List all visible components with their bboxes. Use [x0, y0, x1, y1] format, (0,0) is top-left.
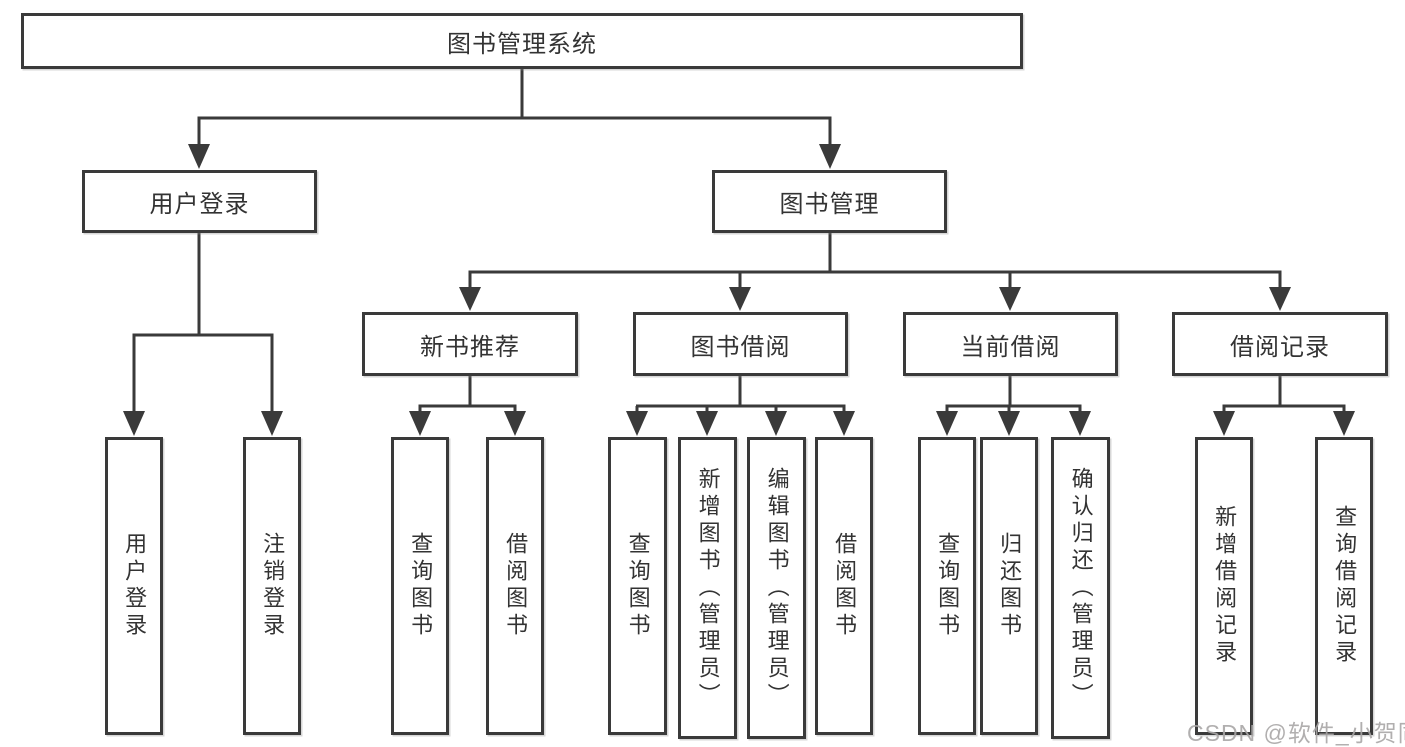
connector-root-to-level2	[188, 67, 841, 169]
node-book-borrow-label: 图书借阅	[690, 333, 791, 361]
leaf-logout-label: 注销登录	[260, 532, 286, 640]
arrowhead-icon	[696, 411, 718, 436]
connector-borrow-records-to-leaves	[1213, 374, 1355, 436]
leaf-borrow-books-1: 借阅图书	[486, 437, 544, 735]
arrowhead-icon	[998, 411, 1020, 436]
leaf-add-books-admin: 新增图书（管理员）	[678, 437, 737, 739]
arrowhead-icon	[409, 411, 431, 436]
arrowhead-icon	[1069, 411, 1091, 436]
leaf-query-books-2: 查询图书	[608, 437, 667, 735]
arrowhead-icon	[765, 411, 787, 436]
leaf-query-books-3-label: 查询图书	[935, 532, 961, 640]
arrowhead-icon	[261, 411, 283, 436]
node-user-login-label: 用户登录	[149, 191, 250, 218]
node-new-book-recommend-label: 新书推荐	[420, 333, 520, 361]
arrowhead-icon	[936, 411, 958, 436]
leaf-edit-books-admin-label: 编辑图书（管理员）	[764, 466, 790, 710]
leaf-confirm-return-admin: 确认归还（管理员）	[1051, 437, 1110, 739]
leaf-logout: 注销登录	[243, 437, 301, 735]
arrowhead-icon	[123, 411, 145, 436]
leaf-return-books: 归还图书	[980, 437, 1038, 735]
leaf-query-borrow-record: 查询借阅记录	[1315, 437, 1373, 735]
connector-current-borrow-to-leaves	[936, 374, 1091, 436]
leaf-query-books-2-label: 查询图书	[625, 532, 651, 640]
arrowhead-icon	[729, 287, 751, 311]
connector-book-borrow-to-leaves	[626, 374, 855, 436]
arrowhead-icon	[459, 287, 481, 311]
leaf-edit-books-admin: 编辑图书（管理员）	[747, 437, 806, 739]
node-book-borrow: 图书借阅	[633, 312, 848, 376]
arrowhead-icon	[1333, 411, 1355, 436]
leaf-confirm-return-admin-label: 确认归还（管理员）	[1068, 466, 1094, 710]
leaf-user-login-label: 用户登录	[122, 532, 148, 640]
leaf-borrow-books-2: 借阅图书	[815, 437, 873, 735]
arrowhead-icon	[188, 144, 210, 169]
node-root-label: 图书管理系统	[447, 30, 597, 58]
node-borrow-records-label: 借阅记录	[1230, 333, 1330, 361]
node-borrow-records: 借阅记录	[1172, 312, 1388, 376]
csdn-watermark: CSDN @软件_小贺同学	[1187, 720, 1405, 746]
node-current-borrow: 当前借阅	[903, 312, 1118, 376]
leaf-query-borrow-record-label: 查询借阅记录	[1332, 505, 1358, 667]
node-book-management: 图书管理	[712, 170, 947, 233]
arrowhead-icon	[1269, 287, 1291, 311]
node-user-login: 用户登录	[82, 170, 317, 233]
node-book-management-label: 图书管理	[779, 191, 880, 218]
arrowhead-icon	[999, 287, 1021, 311]
node-root: 图书管理系统	[21, 13, 1023, 69]
leaf-borrow-books-2-label: 借阅图书	[832, 532, 858, 640]
connector-book-mgmt-to-level3	[459, 231, 1291, 311]
node-current-borrow-label: 当前借阅	[960, 333, 1061, 361]
leaf-query-books-1-label: 查询图书	[408, 532, 434, 640]
arrowhead-icon	[1213, 411, 1235, 436]
connector-user-login-to-leaves	[123, 231, 283, 436]
leaf-query-books-1: 查询图书	[391, 437, 449, 735]
arrowhead-icon	[833, 411, 855, 436]
leaf-add-borrow-record: 新增借阅记录	[1195, 437, 1253, 735]
leaf-borrow-books-1-label: 借阅图书	[503, 532, 529, 640]
connector-new-books-to-leaves	[409, 374, 526, 436]
arrowhead-icon	[626, 411, 648, 436]
leaf-add-borrow-record-label: 新增借阅记录	[1212, 505, 1238, 667]
arrowhead-icon	[504, 411, 526, 436]
leaf-return-books-label: 归还图书	[997, 532, 1023, 640]
leaf-query-books-3: 查询图书	[918, 437, 976, 735]
node-new-book-recommend: 新书推荐	[362, 312, 578, 376]
leaf-add-books-admin-label: 新增图书（管理员）	[695, 466, 721, 710]
leaf-user-login: 用户登录	[105, 437, 163, 735]
arrowhead-icon	[819, 144, 841, 169]
